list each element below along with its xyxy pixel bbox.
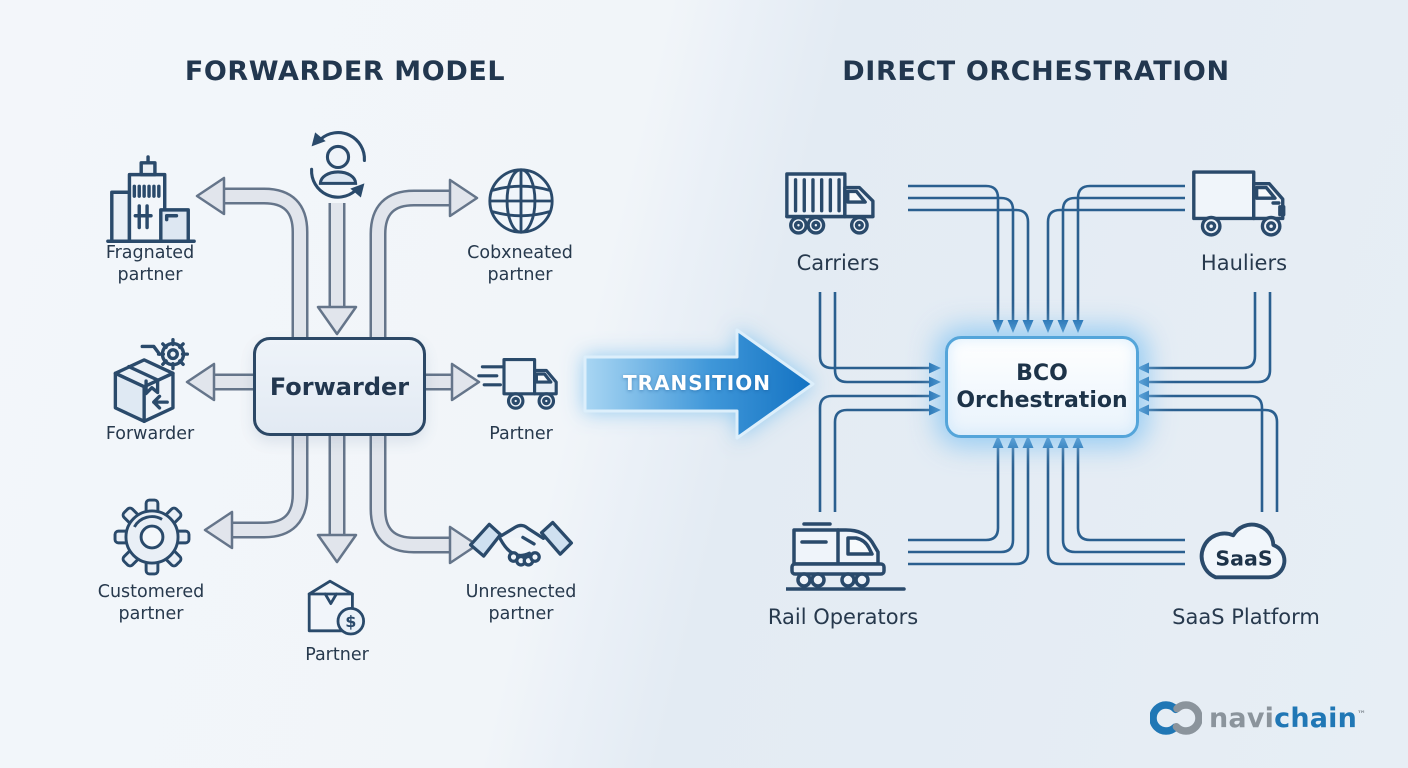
forwarder-hub-box: Forwarder [253,337,426,436]
logo-text-navi: navi [1209,702,1275,734]
label-saas-platform: SaaS Platform [1172,605,1320,629]
bco-orchestration-label: BCO Orchestration [956,360,1128,414]
label-customered-partner: Customered partner [97,582,205,625]
label-partner-truck: Partner [489,424,553,444]
rail-train-icon [786,522,906,591]
left-panel-title: FORWARDER MODEL [184,56,506,87]
navichain-logo-mark [1150,701,1202,735]
saas-cloud-label: SaaS [1215,547,1272,571]
package-gear-icon [113,338,190,423]
label-connected-partner: Cobxneated partner [467,243,573,286]
label-rail-operators: Rail Operators [767,605,919,629]
gear-icon [113,498,191,576]
saas-cloud-icon: SaaS [1199,522,1287,580]
hauliers-truck-icon [1192,170,1286,237]
inbound-arrowheads [929,320,1149,448]
right-panel-title: DIRECT ORCHESTRATION [842,56,1230,87]
label-carriers: Carriers [796,251,880,275]
transition-label: TRANSITION [623,371,771,395]
label-fragnated-partner: Fragnated partner [105,243,195,286]
package-dollar-icon: $ [307,579,365,636]
label-unresnected-partner: Unresnected partner [465,582,577,625]
navichain-logo: navichain™ [1150,698,1366,738]
forwarder-hub-label: Forwarder [269,372,410,401]
label-hauliers: Hauliers [1200,251,1288,275]
globe-icon [488,168,554,234]
truck-icon [477,358,558,410]
label-forwarder: Forwarder [105,424,195,444]
label-partner-box: Partner [305,645,369,665]
handshake-icon [468,520,574,567]
logo-trademark: ™ [1357,709,1367,720]
dollar-glyph: $ [345,612,356,631]
bco-orchestration-box: BCO Orchestration [945,336,1139,438]
navichain-logo-text: navichain™ [1209,703,1366,734]
person-sync-icon [310,131,366,199]
logo-text-chain: chain [1274,702,1358,734]
building-icon [106,155,196,243]
forwarder-pipe-arrows [185,176,481,565]
transition-arrow [583,328,815,440]
orchestration-connector-lines [818,184,1279,566]
carriers-truck-icon [785,172,875,235]
